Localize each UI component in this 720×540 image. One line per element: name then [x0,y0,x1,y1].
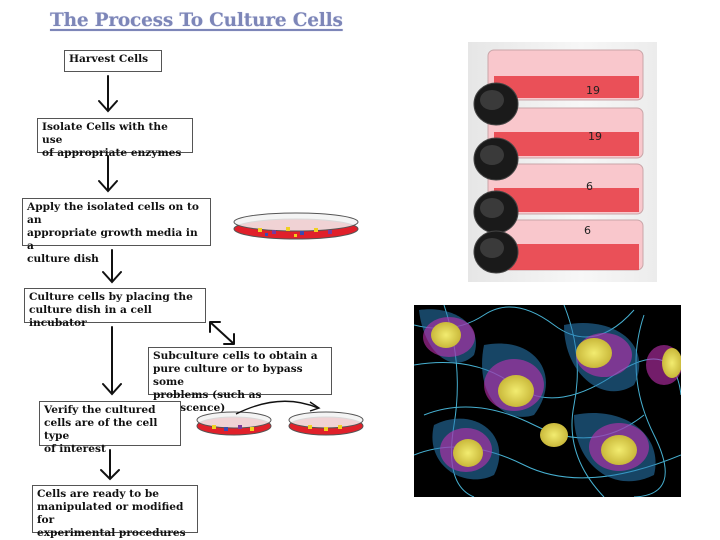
culture-dish-icon [288,411,364,436]
arrow-down-icon [102,326,122,396]
culture-dish-icon [233,212,359,240]
culture-dish-icon [196,411,272,436]
step-apply-growth-media: Apply the isolated cells on to an approp… [22,198,211,265]
page-title: The Process To Culture Cells [50,10,343,31]
transfer-arrow-icon [235,400,321,415]
step-culture-incubator: Culture cells by placing the culture dis… [24,288,206,329]
arrow-down-icon [102,249,122,284]
arrow-down-icon [100,449,120,481]
double-arrow-icon [209,321,235,345]
flask-label: 19 [586,84,600,97]
arrow-down-icon [98,75,118,113]
flask-label: 19 [588,130,602,143]
fluorescent-cells-micrograph [414,305,681,497]
step-verify-cell-type: Verify the cultured cells are of the cel… [39,401,181,455]
flow-arrows [98,75,235,481]
step-harvest-cells: Harvest Cells [64,50,162,72]
step-isolate-cells: Isolate Cells with the use of appropriat… [37,118,193,159]
arrow-down-icon [98,155,118,193]
culture-flasks-photo: 19 19 6 6 [468,42,657,282]
flask-label: 6 [584,224,591,237]
step-subculture-cells: Subculture cells to obtain a pure cultur… [148,347,332,414]
flask-label: 6 [586,180,593,193]
step-ready-for-experiments: Cells are ready to be manipulated or mod… [32,485,198,539]
